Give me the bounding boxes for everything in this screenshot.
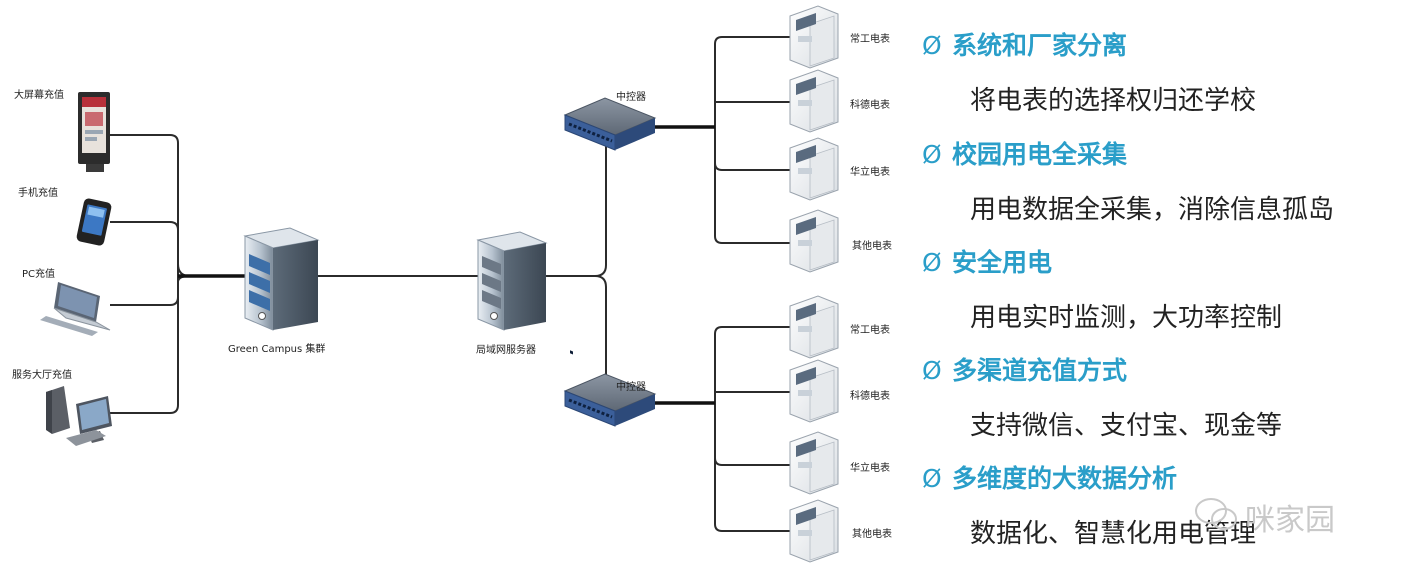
feature-title: 安全用电	[952, 248, 1053, 277]
label-meter: 常工电表	[850, 34, 890, 45]
meter-icon	[789, 499, 839, 563]
server-cluster-icon	[243, 227, 320, 331]
label-meter: 常工电表	[850, 325, 890, 336]
desktop-pc-icon	[46, 386, 112, 446]
label-meter: 华立电表	[850, 463, 890, 474]
feature-title: 校园用电全采集	[952, 140, 1128, 169]
feature-desc: 将电表的选择权归还学校	[970, 86, 1257, 116]
meter-icon	[789, 295, 839, 359]
meter-icons	[789, 5, 839, 563]
label-controller-top: 中控器	[616, 92, 646, 103]
bullet-icon: Ø	[922, 31, 942, 60]
label-controller-bottom: 中控器	[616, 382, 646, 393]
feature-title: 多渠道充值方式	[952, 356, 1128, 385]
meter-icon	[789, 69, 839, 133]
label-meter: 其他电表	[852, 241, 892, 252]
connection-lines	[110, 36, 790, 532]
meter-icon	[789, 209, 839, 273]
bullet-icon: Ø	[922, 140, 942, 169]
meter-icon	[789, 431, 839, 495]
meter-icon	[789, 137, 839, 201]
label-meter: 科德电表	[850, 391, 890, 402]
meter-icon	[789, 359, 839, 423]
label-meter: 科德电表	[850, 100, 890, 111]
feature-desc: 用电实时监测，大功率控制	[970, 303, 1283, 333]
watermark-text: 咪家园	[1245, 503, 1335, 538]
feature-desc: 数据化、智慧化用电管理	[970, 519, 1257, 549]
controller-switch-icon-top	[563, 97, 657, 355]
meter-icon	[789, 5, 839, 69]
bullet-icon: Ø	[922, 248, 942, 277]
label-hall: 服务大厅充值	[12, 370, 72, 381]
label-big-screen: 大屏幕充值	[14, 90, 64, 101]
mobile-phone-icon	[76, 198, 112, 246]
feature-title: 多维度的大数据分析	[952, 464, 1178, 493]
controller-switch-icon-bottom	[563, 373, 657, 427]
laptop-icon	[40, 282, 111, 336]
label-pc: PC充值	[22, 269, 56, 280]
feature-title: 系统和厂家分离	[952, 31, 1128, 60]
label-cluster: Green Campus 集群	[228, 344, 326, 355]
watermark-logo-icon	[1195, 498, 1237, 530]
lan-server-icon	[476, 231, 548, 331]
label-lan-server: 局域网服务器	[476, 345, 536, 356]
bullet-icon: Ø	[922, 356, 942, 385]
label-meter: 华立电表	[850, 167, 890, 178]
label-mobile: 手机充值	[18, 188, 58, 199]
kiosk-screen-icon	[78, 92, 110, 172]
feature-desc: 用电数据全采集，消除信息孤岛	[970, 195, 1335, 225]
feature-desc: 支持微信、支付宝、现金等	[970, 411, 1283, 441]
label-meter: 其他电表	[852, 529, 892, 540]
bullet-icon: Ø	[922, 464, 942, 493]
